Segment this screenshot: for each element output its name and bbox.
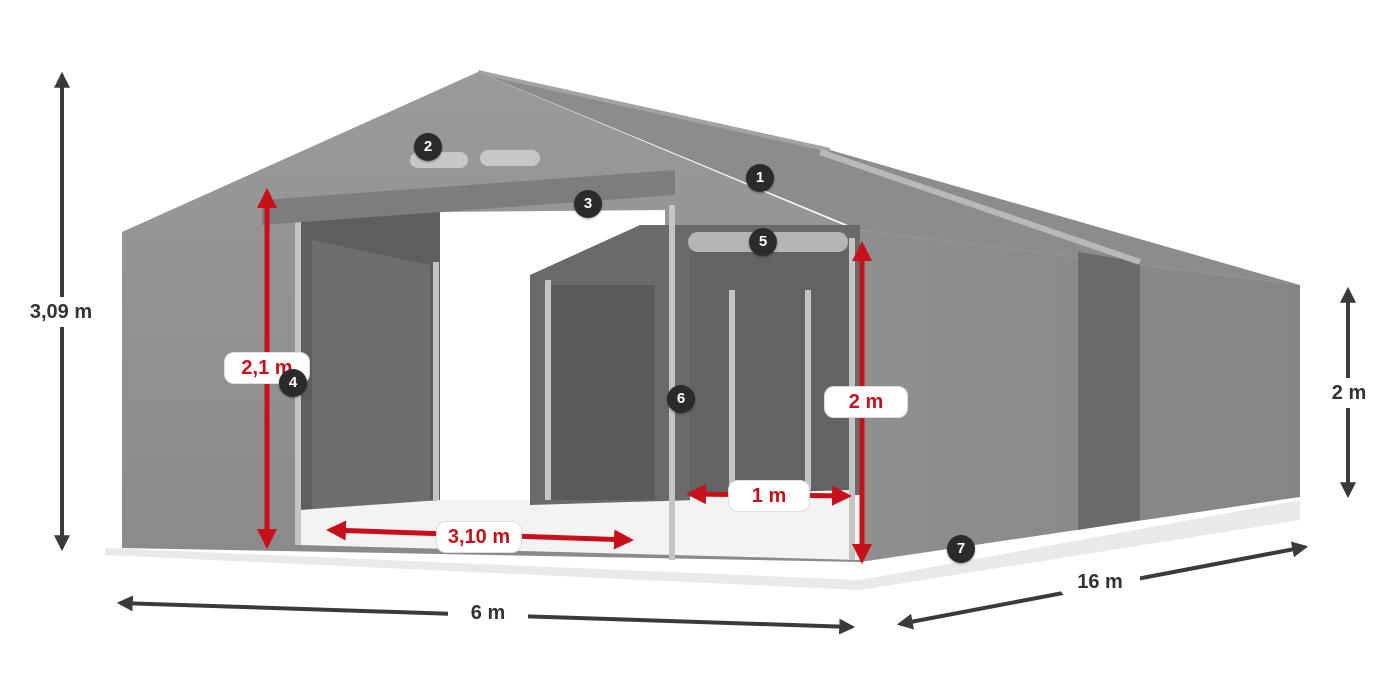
side-height-label: 2 m [1314,378,1384,408]
door-roll [262,170,675,225]
width-label: 6 m [448,598,528,628]
inner-back-wall [548,285,655,500]
callout-2: 2 [414,133,442,161]
roof-pipe [819,149,1141,265]
door-width-label: 3,10 m [436,521,522,553]
side-door-height-label: 2 m [824,386,908,418]
callout-5: 5 [749,228,777,256]
vent-roll-2 [480,150,540,166]
callout-7: 7 [947,535,975,563]
callout-4: 4 [279,369,307,397]
door-height-label: 2,1 m [224,352,310,384]
roof-ridge [477,70,831,152]
length-label: 16 m [1060,567,1140,597]
side-door-opening [690,250,850,500]
callout-3: 3 [574,190,602,218]
callout-1: 1 [746,164,774,192]
side-section-gap [1078,252,1140,530]
total-height-label: 3,09 m [14,297,108,327]
side-door-width-label: 1 m [728,480,810,512]
left-door-inner-wall [312,240,430,535]
callout-6: 6 [667,385,695,413]
